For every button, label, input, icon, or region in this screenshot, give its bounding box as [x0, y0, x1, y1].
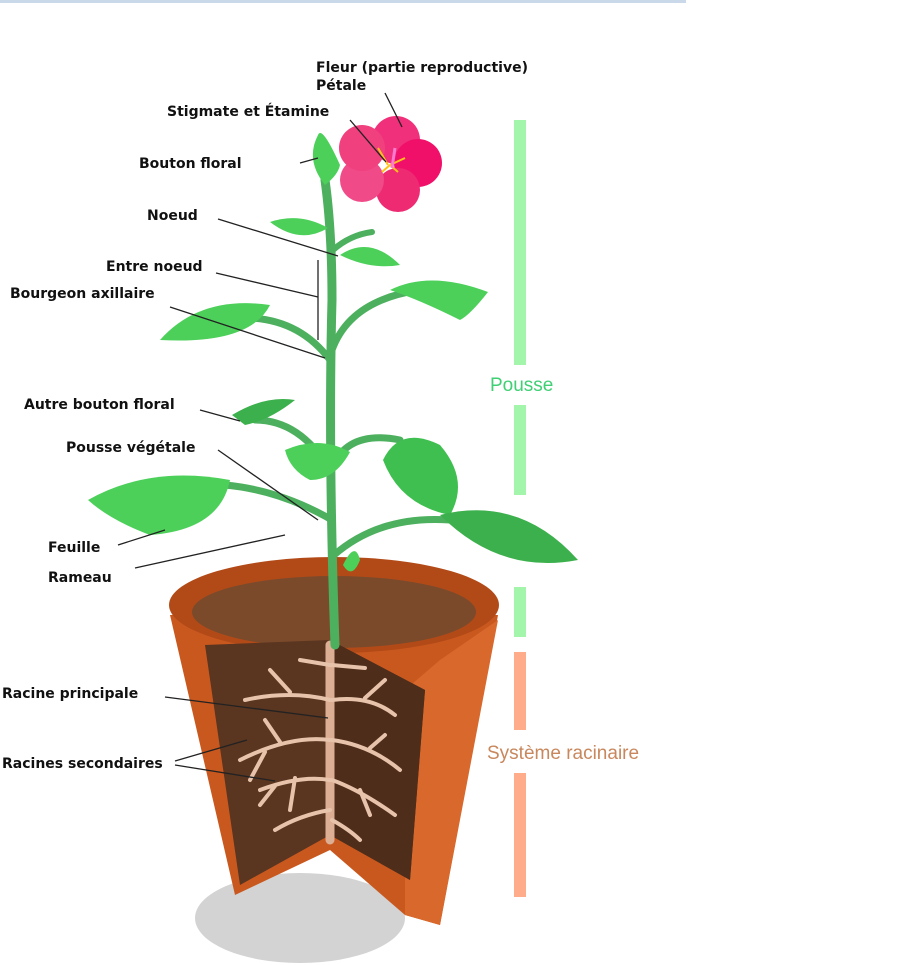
pot-illustration	[169, 557, 499, 963]
label-racine-principale: Racine principale	[2, 686, 138, 702]
label-stigmate-etamine: Stigmate et Étamine	[167, 103, 329, 120]
section-systeme-racinaire: Système racinaire	[487, 743, 639, 764]
pousse-bar	[514, 120, 526, 637]
label-fleur: Fleur (partie reproductive)	[316, 60, 528, 76]
racinaire-bar	[514, 652, 526, 897]
label-rameau: Rameau	[48, 570, 112, 586]
top-border	[0, 0, 686, 3]
label-noeud: Noeud	[147, 208, 198, 224]
label-pousse-vegetale: Pousse végétale	[66, 440, 195, 456]
section-pousse: Pousse	[490, 375, 553, 396]
leader-lines	[117, 92, 403, 782]
label-racines-secondaires: Racines secondaires	[2, 756, 163, 772]
flower-illustration	[339, 116, 442, 212]
label-feuille: Feuille	[48, 540, 100, 556]
label-entre-noeud: Entre noeud	[106, 259, 203, 275]
label-autre-bouton-floral: Autre bouton floral	[24, 397, 175, 413]
label-bourgeon-axillaire: Bourgeon axillaire	[10, 286, 155, 302]
label-petale: Pétale	[316, 78, 366, 94]
label-bouton-floral: Bouton floral	[139, 156, 242, 172]
